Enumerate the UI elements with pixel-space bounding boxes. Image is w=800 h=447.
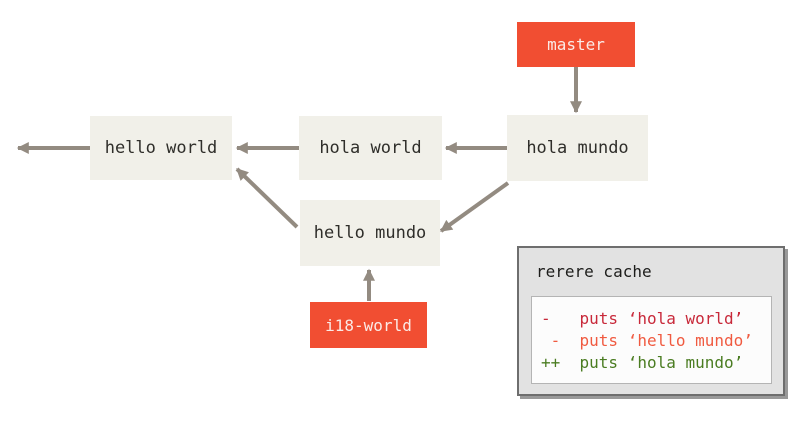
branch-label-master: master xyxy=(547,35,605,54)
branch-label-i18-world: i18-world xyxy=(325,315,412,335)
rerere-cache-title: rerere cache xyxy=(536,262,652,281)
diff-line-added-hola-mundo: ++ puts ‘hola mundo’ xyxy=(541,353,744,372)
branch-box-master: master xyxy=(517,22,635,67)
rerere-cache-diff-box: - puts ‘hola world’ - puts ‘hello mundo’… xyxy=(531,296,772,384)
commit-label-hello-mundo: hello mundo xyxy=(313,223,427,243)
commit-label-hola-mundo: hola mundo xyxy=(526,138,629,158)
commit-box-hello-mundo: hello mundo xyxy=(300,200,440,266)
edge-hello-mundo-to-hello-world-arrow xyxy=(235,167,299,229)
commit-label-hola-world: hola world xyxy=(319,138,422,158)
diff-line-removed-hola-world: - puts ‘hola world’ xyxy=(541,309,744,328)
rerere-cache-panel: rerere cache - puts ‘hola world’ - puts … xyxy=(517,246,785,396)
commit-box-hola-world: hola world xyxy=(299,116,442,180)
edge-hola-mundo-to-hello-mundo-arrow xyxy=(439,181,510,233)
commit-box-hello-world: hello world xyxy=(90,116,232,180)
commit-label-hello-world: hello world xyxy=(104,138,218,158)
diff-line-removed-hello-mundo: - puts ‘hello mundo’ xyxy=(541,331,753,350)
branch-box-i18-world: i18-world xyxy=(310,302,427,348)
commit-box-hola-mundo: hola mundo xyxy=(507,115,648,181)
